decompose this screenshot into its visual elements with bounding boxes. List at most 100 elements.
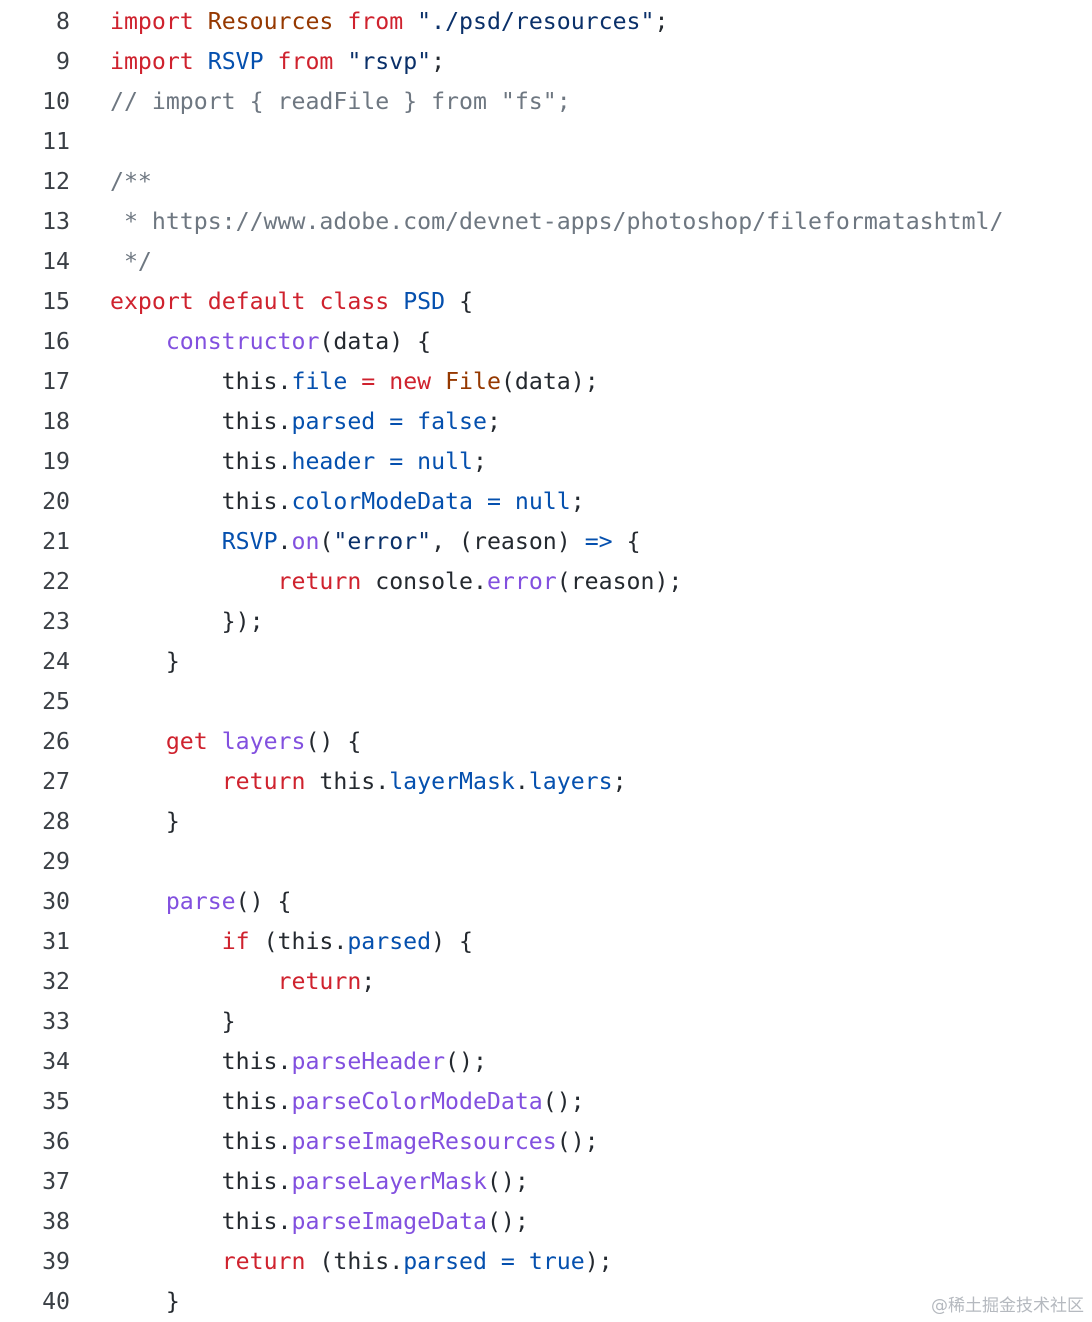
- code-token: "rsvp": [347, 48, 432, 75]
- code-token: [515, 1248, 529, 1275]
- code-token: });: [110, 608, 264, 635]
- line-content: return;: [110, 968, 376, 995]
- code-line: 20 this.colorModeData = null;: [0, 482, 1092, 522]
- code-token: error: [486, 568, 557, 595]
- code-token: =: [486, 488, 501, 515]
- code-token: ;: [654, 8, 669, 35]
- line-content: });: [110, 608, 264, 635]
- code-token: null: [514, 488, 571, 515]
- code-token: null: [417, 448, 473, 475]
- code-token: () {: [305, 728, 362, 755]
- code-line: 22 return console.error(reason);: [0, 562, 1092, 602]
- code-token: ();: [542, 1088, 585, 1115]
- line-content: this.parseLayerMask();: [110, 1168, 529, 1195]
- code-token: ();: [556, 1128, 599, 1155]
- line-number: 25: [42, 688, 70, 715]
- code-token: colorModeData: [291, 488, 473, 515]
- line-content: this.header = null;: [110, 448, 487, 475]
- code-token: console.: [361, 568, 487, 595]
- code-token: layerMask: [389, 768, 515, 795]
- code-token: parseHeader: [291, 1048, 446, 1075]
- code-token: constructor: [165, 328, 320, 355]
- code-token: * https://www.adobe.com/devnet-apps/phot…: [110, 208, 1004, 235]
- line-content: if (this.parsed) {: [110, 928, 473, 955]
- line-content: /**: [110, 168, 152, 195]
- code-token: this.: [110, 448, 292, 475]
- code-token: [431, 368, 445, 395]
- code-token: this.: [110, 368, 292, 395]
- code-line: 37 this.parseLayerMask();: [0, 1162, 1092, 1202]
- line-number: 15: [42, 288, 70, 315]
- line-number: 38: [42, 1208, 70, 1235]
- code-token: parseImageResources: [291, 1128, 557, 1155]
- line-content: return this.layerMask.layers;: [110, 768, 627, 795]
- code-line: 39 return (this.parsed = true);: [0, 1242, 1092, 1282]
- code-token: parsed: [403, 1248, 487, 1275]
- line-number: 12: [42, 168, 70, 195]
- code-token: (this.: [249, 928, 348, 955]
- code-token: }: [110, 648, 180, 675]
- code-token: [110, 528, 222, 555]
- code-token: import: [110, 8, 194, 35]
- code-token: [110, 1248, 222, 1275]
- code-token: }: [110, 1008, 236, 1035]
- code-token: [305, 288, 319, 315]
- code-token: [110, 568, 278, 595]
- line-number: 37: [42, 1168, 70, 1195]
- line-content: import Resources from "./psd/resources";: [110, 8, 668, 35]
- code-token: );: [584, 1248, 613, 1275]
- code-token: ();: [486, 1208, 529, 1235]
- line-number: 17: [42, 368, 70, 395]
- code-line: 10// import { readFile } from "fs";: [0, 82, 1092, 122]
- code-token: (reason);: [556, 568, 683, 595]
- code-token: header: [291, 448, 376, 475]
- code-token: [403, 448, 417, 475]
- code-line: 23 });: [0, 602, 1092, 642]
- code-token: [194, 8, 208, 35]
- code-token: this.: [110, 488, 292, 515]
- code-token: // import { readFile } from "fs";: [110, 88, 571, 115]
- code-line: 31 if (this.parsed) {: [0, 922, 1092, 962]
- code-token: =: [500, 1248, 515, 1275]
- code-token: import: [110, 48, 194, 75]
- code-token: , (reason): [431, 528, 585, 555]
- code-line: 11: [0, 122, 1092, 162]
- line-content: }: [110, 1288, 180, 1315]
- line-number: 21: [42, 528, 70, 555]
- code-token: layers: [528, 768, 613, 795]
- code-token: (data);: [500, 368, 599, 395]
- code-token: return: [277, 568, 362, 595]
- line-number: 32: [42, 968, 70, 995]
- code-token: on: [291, 528, 320, 555]
- code-token: ;: [431, 48, 446, 75]
- code-token: parse: [165, 888, 236, 915]
- code-token: "error": [333, 528, 432, 555]
- line-number: 19: [42, 448, 70, 475]
- code-token: return: [221, 1248, 306, 1275]
- code-token: ) {: [431, 928, 473, 955]
- code-token: parseImageData: [291, 1208, 487, 1235]
- code-token: [487, 1248, 501, 1275]
- code-token: [194, 288, 208, 315]
- code-token: */: [110, 248, 152, 275]
- line-number: 39: [42, 1248, 70, 1275]
- code-token: from: [277, 48, 334, 75]
- line-number: 27: [42, 768, 70, 795]
- line-number: 22: [42, 568, 70, 595]
- code-token: return: [277, 968, 362, 995]
- code-token: this.: [110, 1128, 292, 1155]
- code-token: true: [528, 1248, 585, 1275]
- code-token: [110, 888, 166, 915]
- line-number: 14: [42, 248, 70, 275]
- code-token: this.: [110, 1048, 292, 1075]
- line-content: RSVP.on("error", (reason) => {: [110, 528, 641, 555]
- line-content: this.parseColorModeData();: [110, 1088, 585, 1115]
- code-token: ;: [570, 488, 585, 515]
- line-number: 11: [42, 128, 70, 155]
- code-line: 17 this.file = new File(data);: [0, 362, 1092, 402]
- line-content: }: [110, 808, 180, 835]
- code-token: [375, 368, 389, 395]
- line-number: 40: [42, 1288, 70, 1315]
